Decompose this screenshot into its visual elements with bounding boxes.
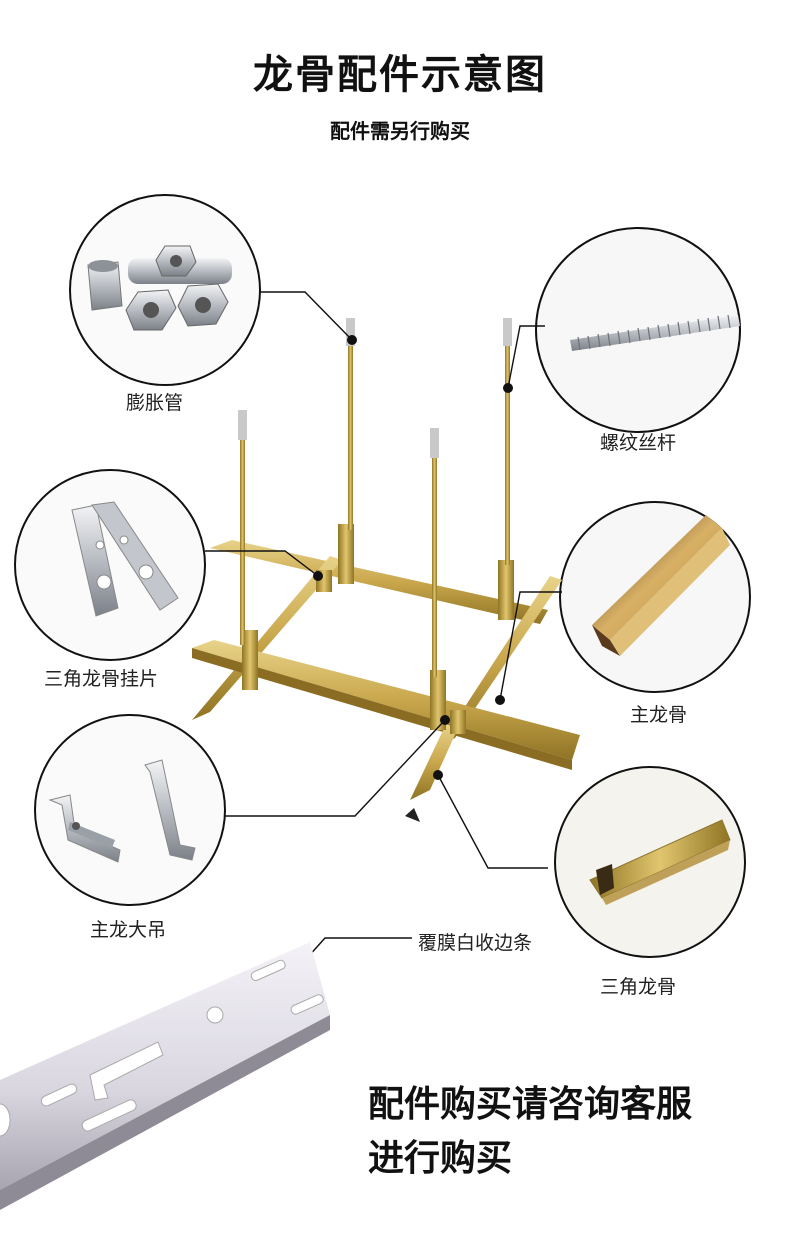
label-main-keel: 主龙骨 (630, 704, 688, 726)
label-main-keel-hanger: 主龙大吊 (90, 919, 167, 941)
main-keel-hanger-circle (34, 714, 226, 906)
label-threaded-rod: 螺纹丝杆 (600, 432, 677, 454)
hanger-plate-circle (14, 469, 206, 661)
edge-strip-closeup (0, 942, 330, 1210)
expansion-tube-circle (69, 194, 261, 386)
main-keel-circle (559, 501, 751, 693)
label-expansion-tube: 膨胀管 (126, 392, 184, 414)
leader-lines (205, 291, 562, 987)
purchase-notice-line1: 配件购买请咨询客服 (368, 1084, 693, 1125)
purchase-notice-line2: 进行购买 (368, 1138, 513, 1179)
label-edge-strip: 覆膜白收边条 (418, 932, 533, 954)
threaded-rod-circle (535, 227, 741, 433)
page-subtitle: 配件需另行购买 (330, 119, 470, 143)
threaded-rods (238, 318, 512, 677)
page-title: 龙骨配件示意图 (253, 52, 547, 98)
leader-dots (277, 335, 513, 991)
label-hanger-plate: 三角龙骨挂片 (44, 668, 159, 690)
label-triangle-keel: 三角龙骨 (600, 976, 677, 998)
purchase-notice: 配件购买请咨询客服 进行购买 (368, 1078, 692, 1186)
triangle-keel-circle (554, 766, 746, 958)
ceiling-frame (192, 524, 580, 822)
